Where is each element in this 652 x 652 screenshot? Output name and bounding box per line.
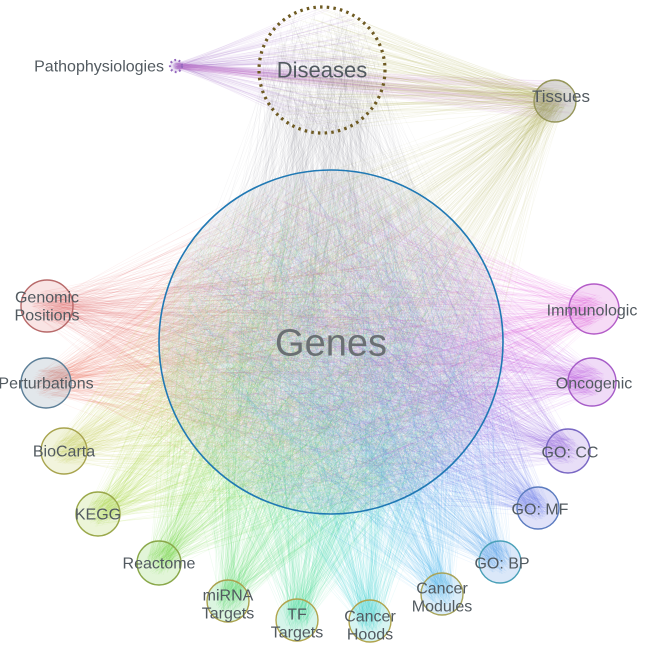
node-cancer-hoods[interactable]	[348, 599, 392, 643]
node-go-mf[interactable]	[516, 486, 560, 530]
label-genes: Genes	[275, 322, 387, 364]
node-immunologic[interactable]	[568, 283, 620, 335]
node-genomic-positions[interactable]	[20, 279, 74, 333]
label-biocarta: BioCarta	[33, 444, 95, 461]
label-layer: Genes Pathophysiologies DiseasesTissuesGen…	[0, 58, 637, 644]
node-perturbations[interactable]	[20, 357, 72, 409]
label-kegg: KEGG	[75, 507, 121, 524]
node-oncogenic[interactable]	[567, 357, 617, 407]
node-tf-targets[interactable]	[275, 598, 319, 642]
label-immunologic: Immunologic	[547, 303, 638, 320]
label-pathophysiologies: Pathophysiologies	[34, 59, 164, 76]
label-go-mf: GO: MF	[512, 502, 569, 519]
node-genes[interactable]	[158, 169, 504, 515]
label-diseases: Diseases	[277, 58, 367, 83]
node-mirna-targets[interactable]	[206, 579, 250, 623]
node-cancer-modules[interactable]	[420, 572, 464, 616]
node-diseases[interactable]	[257, 5, 387, 135]
node-pathophysiologies[interactable]	[168, 58, 184, 74]
label-go-cc: GO: CC	[542, 445, 599, 462]
label-reactome: Reactome	[123, 556, 196, 573]
edge-layer	[31, 7, 609, 634]
node-tissues[interactable]	[533, 79, 577, 123]
label-go-bp: GO: BP	[474, 556, 529, 573]
node-go-cc[interactable]	[545, 428, 591, 474]
label-oncogenic: Oncogenic	[556, 376, 633, 393]
node-kegg[interactable]	[75, 491, 121, 537]
node-reactome[interactable]	[136, 540, 182, 586]
label-tissues: Tissues	[532, 87, 590, 106]
label-perturbations: Perturbations	[0, 376, 94, 393]
node-go-bp[interactable]	[478, 540, 522, 584]
node-biocarta[interactable]	[40, 427, 88, 475]
